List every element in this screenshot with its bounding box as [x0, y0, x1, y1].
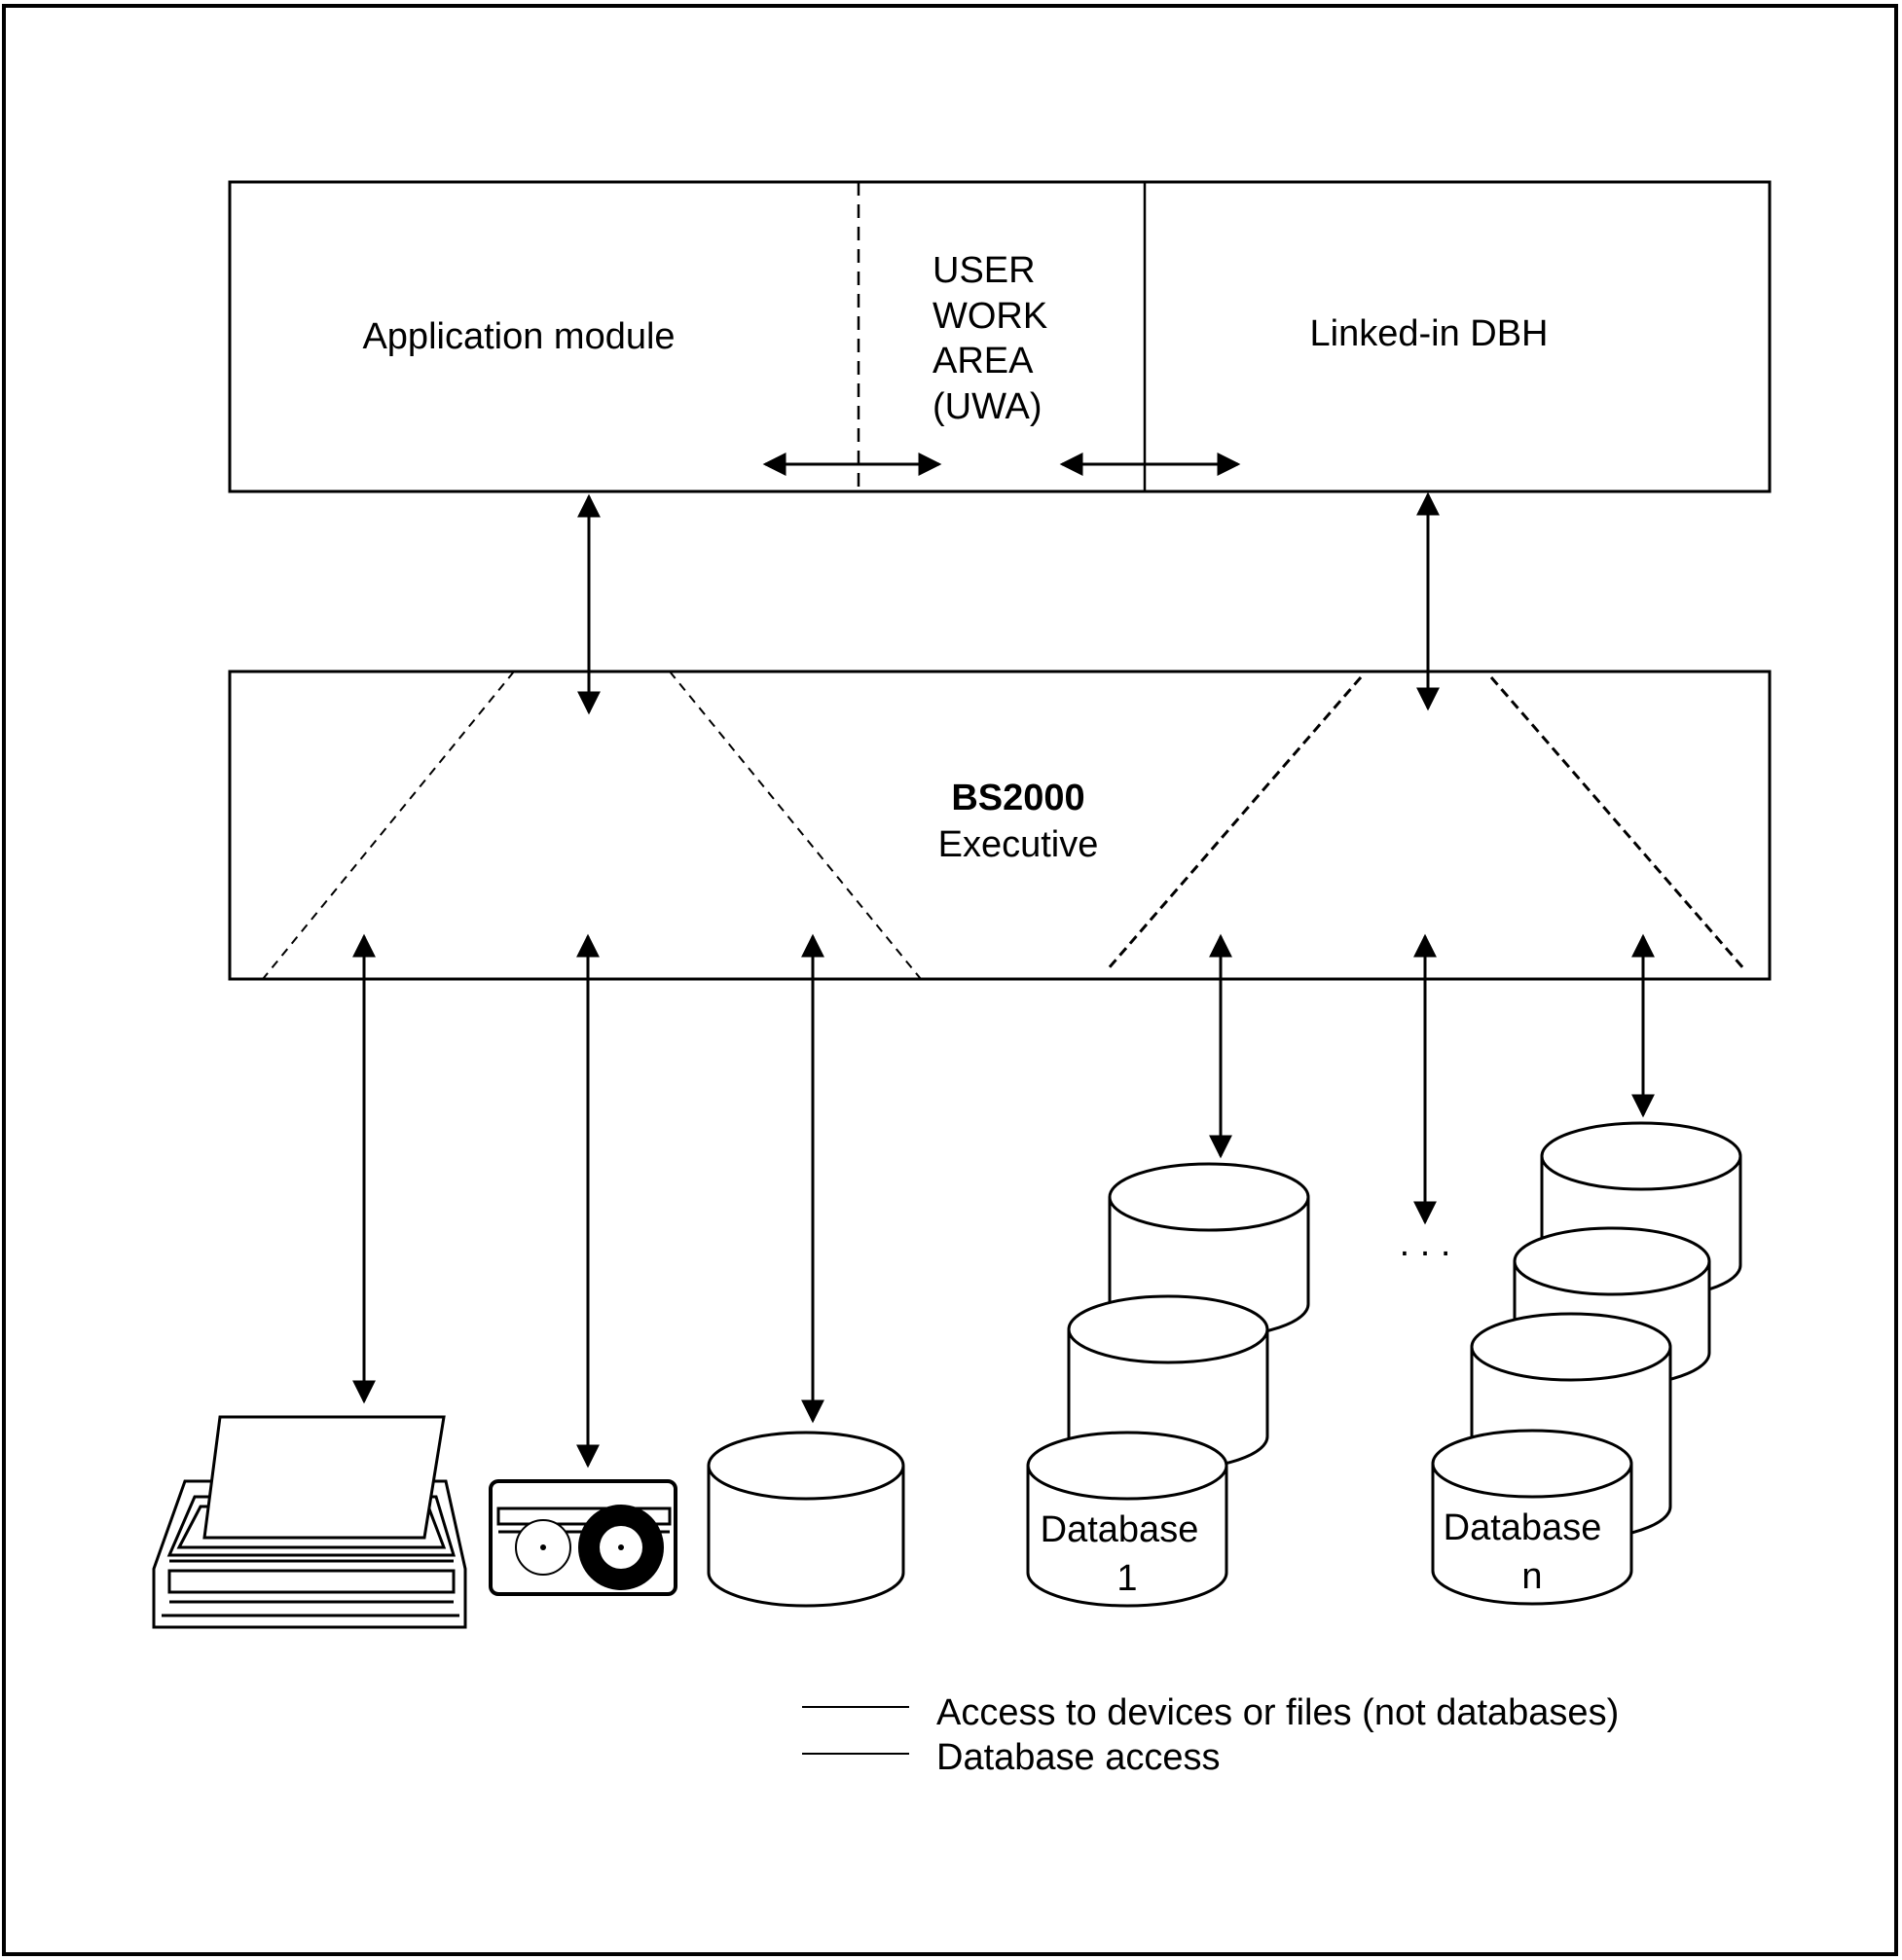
legend: Access to devices or files (not database… — [802, 1692, 1619, 1778]
disk-cylinder-icon — [707, 1431, 905, 1608]
top-box: Application module USER WORK AREA (UWA) … — [228, 180, 1772, 493]
legend-label-device-access: Access to devices or files (not database… — [936, 1692, 1619, 1733]
database-n-stack — [1431, 1121, 1742, 1606]
uwa-label-line-4: (UWA) — [933, 386, 1042, 427]
database-n-label-line-2: n — [1521, 1556, 1542, 1597]
ellipsis: . . . — [1400, 1223, 1451, 1264]
database-1-label-line-1: Database — [1041, 1509, 1199, 1550]
uwa-label-line-2: WORK — [933, 296, 1047, 337]
tape-cassette-icon — [489, 1479, 677, 1596]
application-module-label: Application module — [362, 316, 675, 357]
db-access-dashed-left — [1106, 676, 1363, 970]
legend-label-database-access: Database access — [936, 1737, 1221, 1778]
device-access-dashed-left — [262, 671, 515, 980]
linked-in-dbh-label: Linked-in DBH — [1310, 313, 1549, 354]
uwa-label-line-1: USER — [933, 250, 1036, 291]
executive-box: BS2000 Executive — [228, 670, 1772, 981]
uwa-label-line-3: AREA — [933, 341, 1034, 381]
database-n-label-line-1: Database — [1444, 1507, 1602, 1548]
device-access-dashed-right — [669, 671, 922, 980]
executive-label: Executive — [938, 824, 1099, 865]
database-1-label-line-2: 1 — [1116, 1558, 1137, 1599]
outer-frame — [2, 4, 1898, 1956]
database-1-stack — [1026, 1162, 1310, 1608]
bs2000-label: BS2000 — [951, 778, 1084, 818]
printer-icon — [152, 1415, 467, 1629]
db-access-dashed-right — [1489, 676, 1746, 970]
